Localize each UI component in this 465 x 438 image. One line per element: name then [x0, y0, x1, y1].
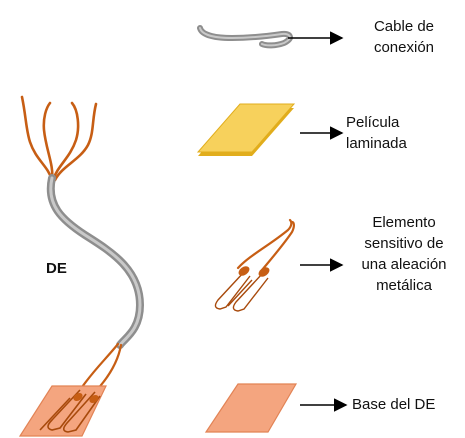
device-label: DE — [46, 260, 67, 277]
label-line: metálica — [376, 277, 432, 294]
label-line: Elemento — [372, 214, 436, 231]
label-line: laminada — [346, 135, 407, 152]
label-line: sensitivo de — [364, 235, 444, 252]
label-element: Elemento sensitivo de una aleación metál… — [348, 212, 460, 296]
label-cable: Cable de conexión — [352, 16, 456, 58]
label-base: Base del DE — [352, 394, 458, 415]
label-line: conexión — [373, 39, 435, 56]
assembled-base — [18, 385, 107, 437]
lead-wires-top — [20, 95, 98, 182]
sensing-element-icon — [214, 218, 295, 312]
label-line: una aleación — [361, 256, 447, 273]
cable-icon — [197, 25, 293, 49]
laminated-film-icon — [196, 103, 296, 156]
assembled-gauge — [18, 95, 145, 437]
label-line: Base del DE — [352, 396, 436, 413]
label-line: Película — [346, 114, 400, 131]
assembled-element — [39, 389, 101, 433]
label-film: Película laminada — [346, 112, 424, 154]
label-line: Cable de — [373, 18, 435, 35]
base-icon — [204, 383, 298, 433]
